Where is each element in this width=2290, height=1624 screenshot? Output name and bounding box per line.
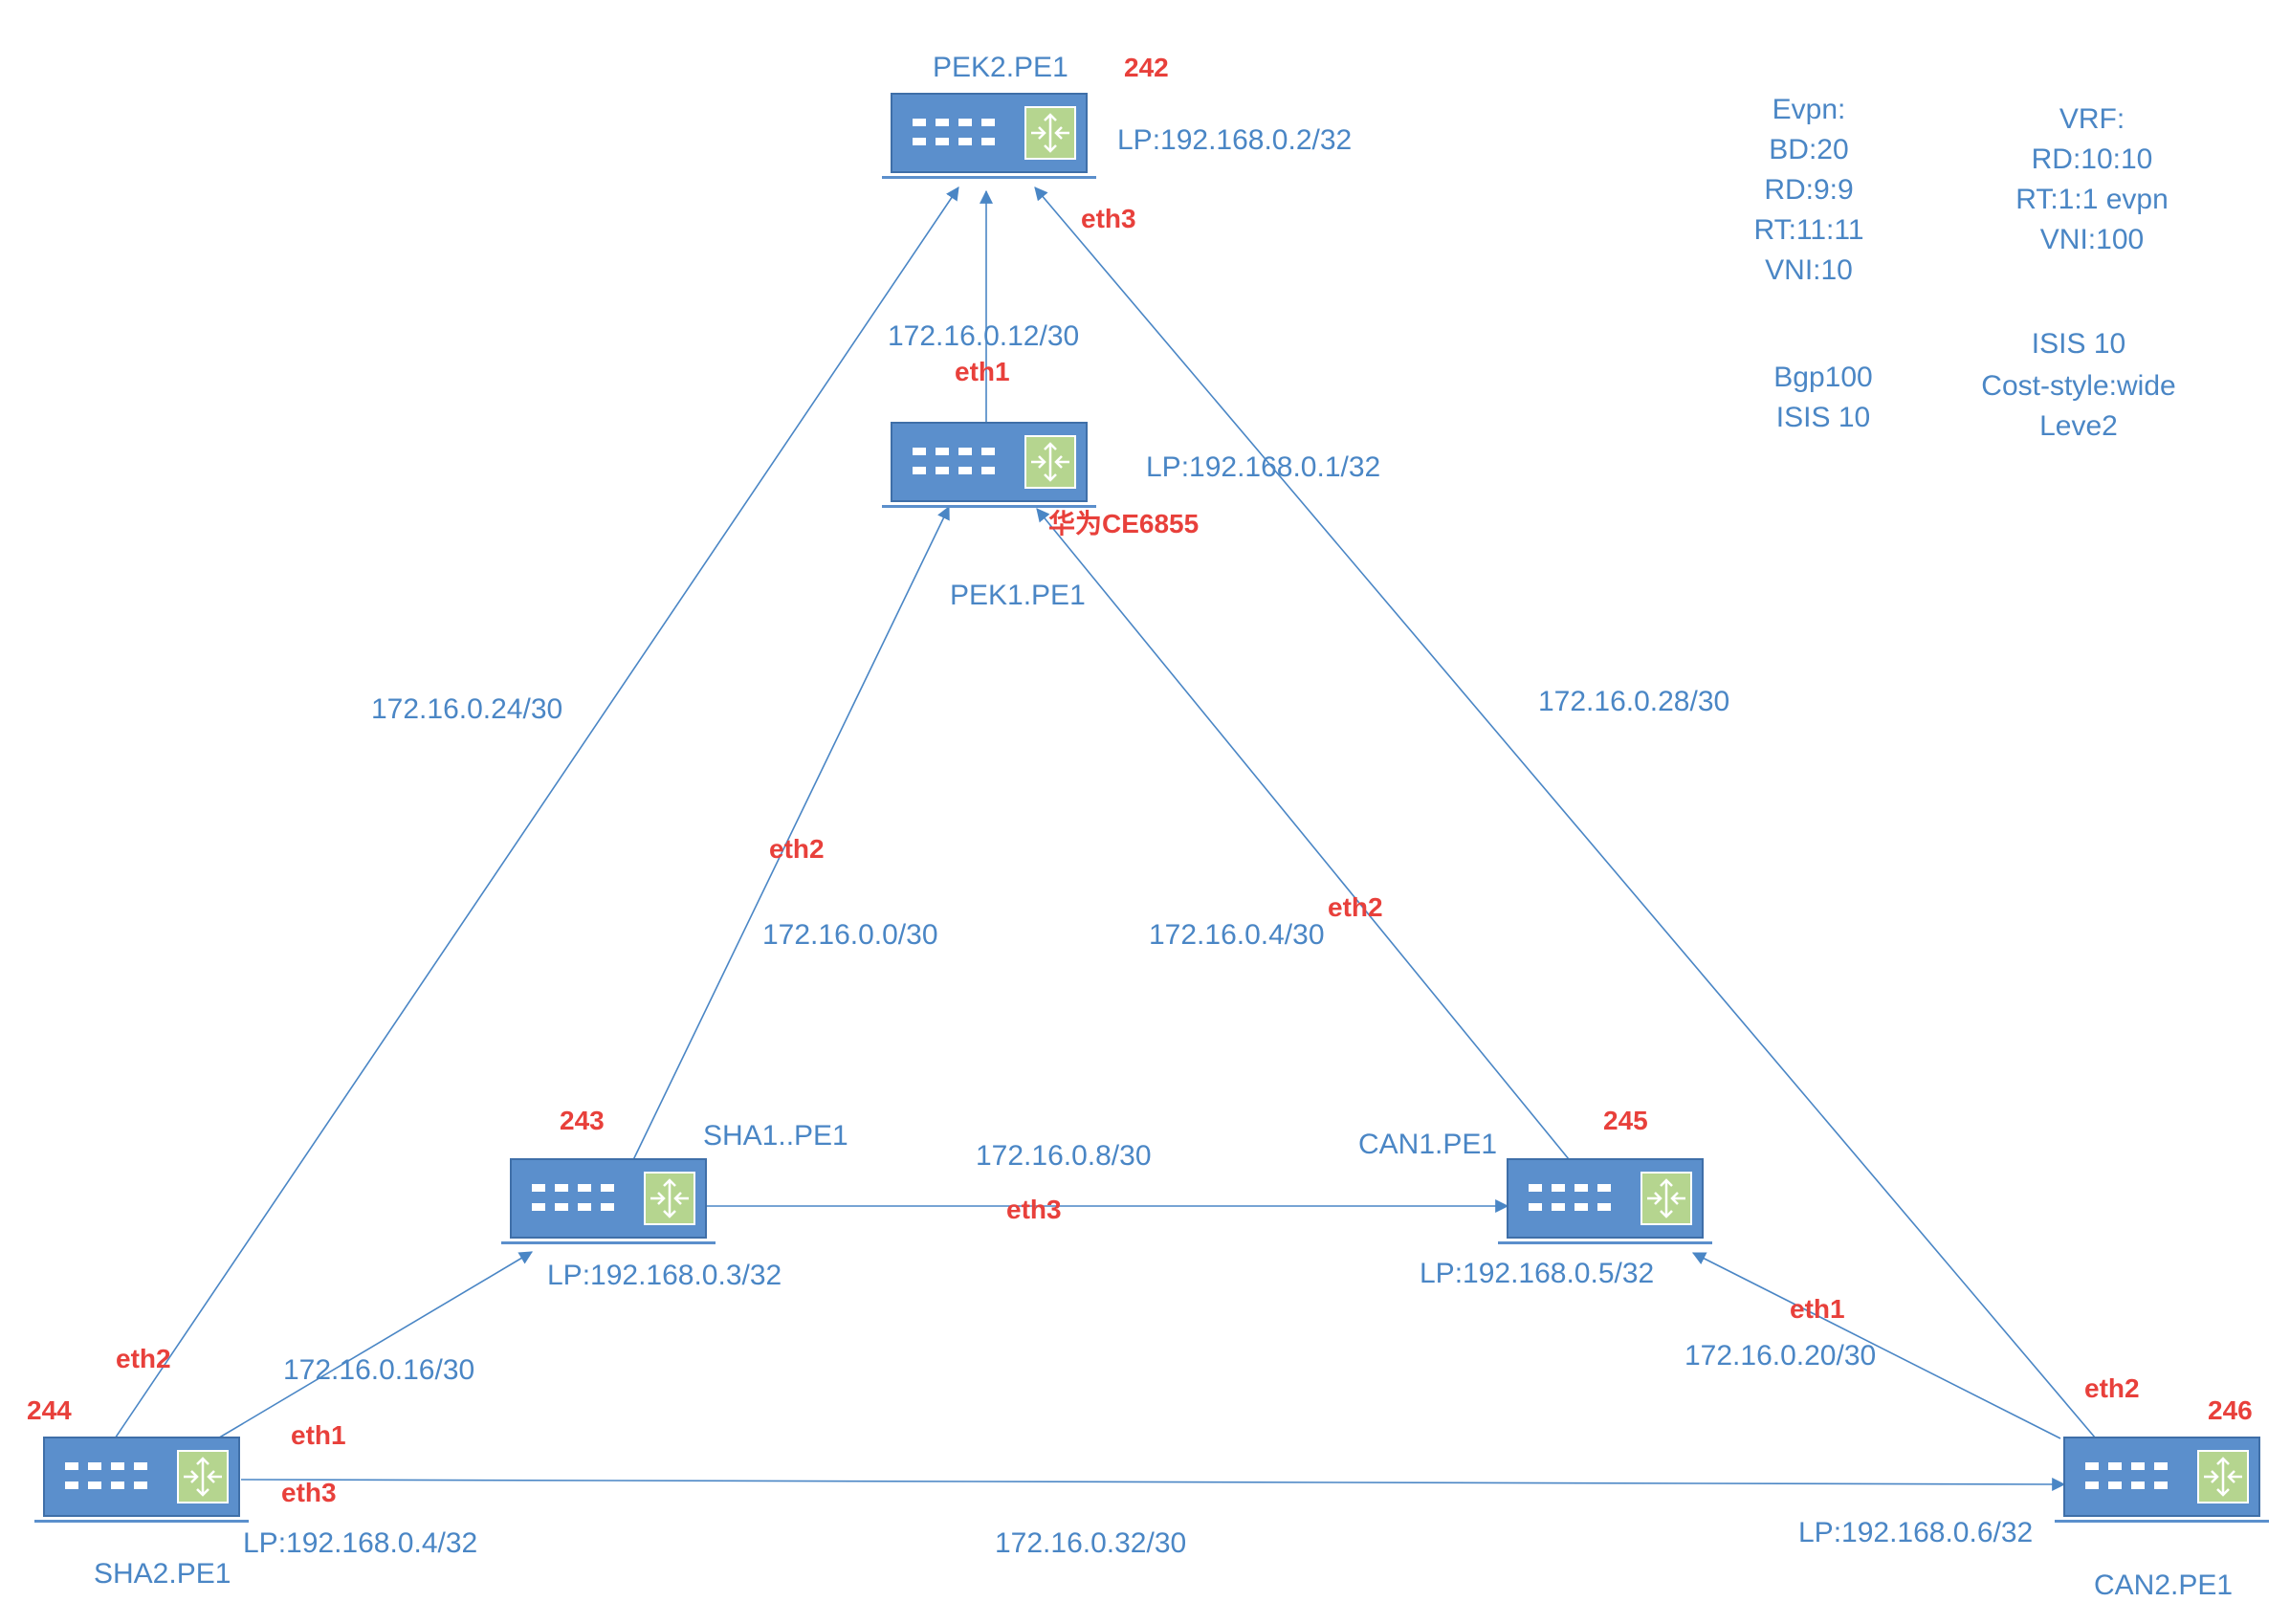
config-line: Leve2	[2039, 410, 2118, 442]
link-sha2-pek2	[106, 187, 959, 1451]
link-can2-pek2	[1034, 187, 2102, 1445]
router-number-can2: 246	[2208, 1395, 2253, 1425]
port-label: eth1	[955, 357, 1010, 386]
loopback-sha2: LP:192.168.0.4/32	[243, 1527, 477, 1559]
subnet-label: 172.16.0.28/30	[1538, 686, 1729, 717]
config-line: RT:11:11	[1753, 214, 1863, 246]
port-label: eth3	[281, 1478, 337, 1507]
subnet-label: 172.16.0.12/30	[888, 320, 1079, 352]
loopback-can2: LP:192.168.0.6/32	[1798, 1517, 2033, 1548]
device-can2	[2053, 1436, 2271, 1525]
subnet-label: 172.16.0.8/30	[976, 1140, 1152, 1172]
device-pek1	[880, 421, 1098, 510]
port-label: eth2	[1328, 892, 1383, 922]
config-line: Bgp100	[1773, 362, 1872, 393]
subnet-label: 172.16.0.24/30	[371, 693, 562, 725]
loopback-pek1: LP:192.168.0.1/32	[1146, 451, 1380, 483]
port-label: eth1	[291, 1420, 346, 1450]
config-line: BD:20	[1769, 134, 1848, 165]
device-sha2	[33, 1436, 251, 1525]
config-line: VNI:10	[1765, 254, 1853, 286]
config-line: ISIS 10	[1776, 402, 1870, 433]
config-line: RD:10:10	[2032, 143, 2153, 175]
link-sha2-can2	[240, 1477, 2066, 1491]
port-label: eth3	[1006, 1195, 1062, 1224]
router-name-can1: CAN1.PE1	[1358, 1129, 1497, 1160]
subnet-label: 172.16.0.20/30	[1684, 1340, 1876, 1372]
config-line: Evpn:	[1773, 94, 1846, 125]
vrf-config: VRF: RD:10:10 RT:1:1 evpn VNI:100	[2015, 103, 2169, 255]
subnet-label: 172.16.0.32/30	[995, 1527, 1186, 1559]
router-name-can2: CAN2.PE1	[2094, 1569, 2233, 1601]
router-name-sha2: SHA2.PE1	[94, 1558, 231, 1590]
config-line: VRF:	[2059, 103, 2125, 135]
link-sha2-sha1	[215, 1251, 534, 1440]
router-name-sha1: SHA1..PE1	[703, 1120, 848, 1152]
subnet-label: 172.16.0.4/30	[1149, 919, 1325, 951]
link-sha1-pek1	[630, 505, 950, 1165]
router-number-can1: 245	[1603, 1106, 1648, 1135]
subnet-label: 172.16.0.16/30	[283, 1354, 474, 1386]
port-label: eth2	[2084, 1373, 2140, 1403]
port-label: eth2	[769, 834, 825, 864]
config-line: ISIS 10	[2032, 328, 2125, 360]
router-number-sha2: 244	[27, 1395, 72, 1425]
links	[106, 187, 2102, 1491]
link-can1-pek1	[1036, 508, 1570, 1160]
link-can2-can1	[1691, 1252, 2061, 1439]
loopback-pek2: LP:192.168.0.2/32	[1117, 124, 1352, 156]
config-line: VNI:100	[2040, 224, 2144, 255]
router-number-pek2: 242	[1124, 53, 1169, 82]
device-sha1	[499, 1157, 717, 1246]
router-number-sha1: 243	[560, 1106, 605, 1135]
device-model-pek1: 华为CE6855	[1048, 508, 1199, 538]
evpn-config: Evpn: BD:20 RD:9:9 RT:11:11 VNI:10	[1753, 94, 1863, 286]
loopback-sha1: LP:192.168.0.3/32	[547, 1260, 782, 1291]
bgp-config: Bgp100 ISIS 10	[1773, 362, 1872, 433]
port-label: eth1	[1790, 1294, 1845, 1324]
device-can1	[1496, 1157, 1714, 1246]
device-pek2	[880, 92, 1098, 181]
port-label: eth2	[116, 1344, 171, 1373]
config-line: Cost-style:wide	[1981, 370, 2175, 402]
router-name-pek1: PEK1.PE1	[950, 580, 1086, 611]
subnet-label: 172.16.0.0/30	[762, 919, 938, 951]
config-line: RD:9:9	[1764, 174, 1853, 206]
isis-config: ISIS 10 Cost-style:wide Leve2	[1981, 328, 2175, 442]
port-label: eth3	[1081, 204, 1136, 233]
config-line: RT:1:1 evpn	[2015, 184, 2169, 215]
loopback-can1: LP:192.168.0.5/32	[1420, 1258, 1654, 1289]
router-name-pek2: PEK2.PE1	[933, 52, 1068, 83]
